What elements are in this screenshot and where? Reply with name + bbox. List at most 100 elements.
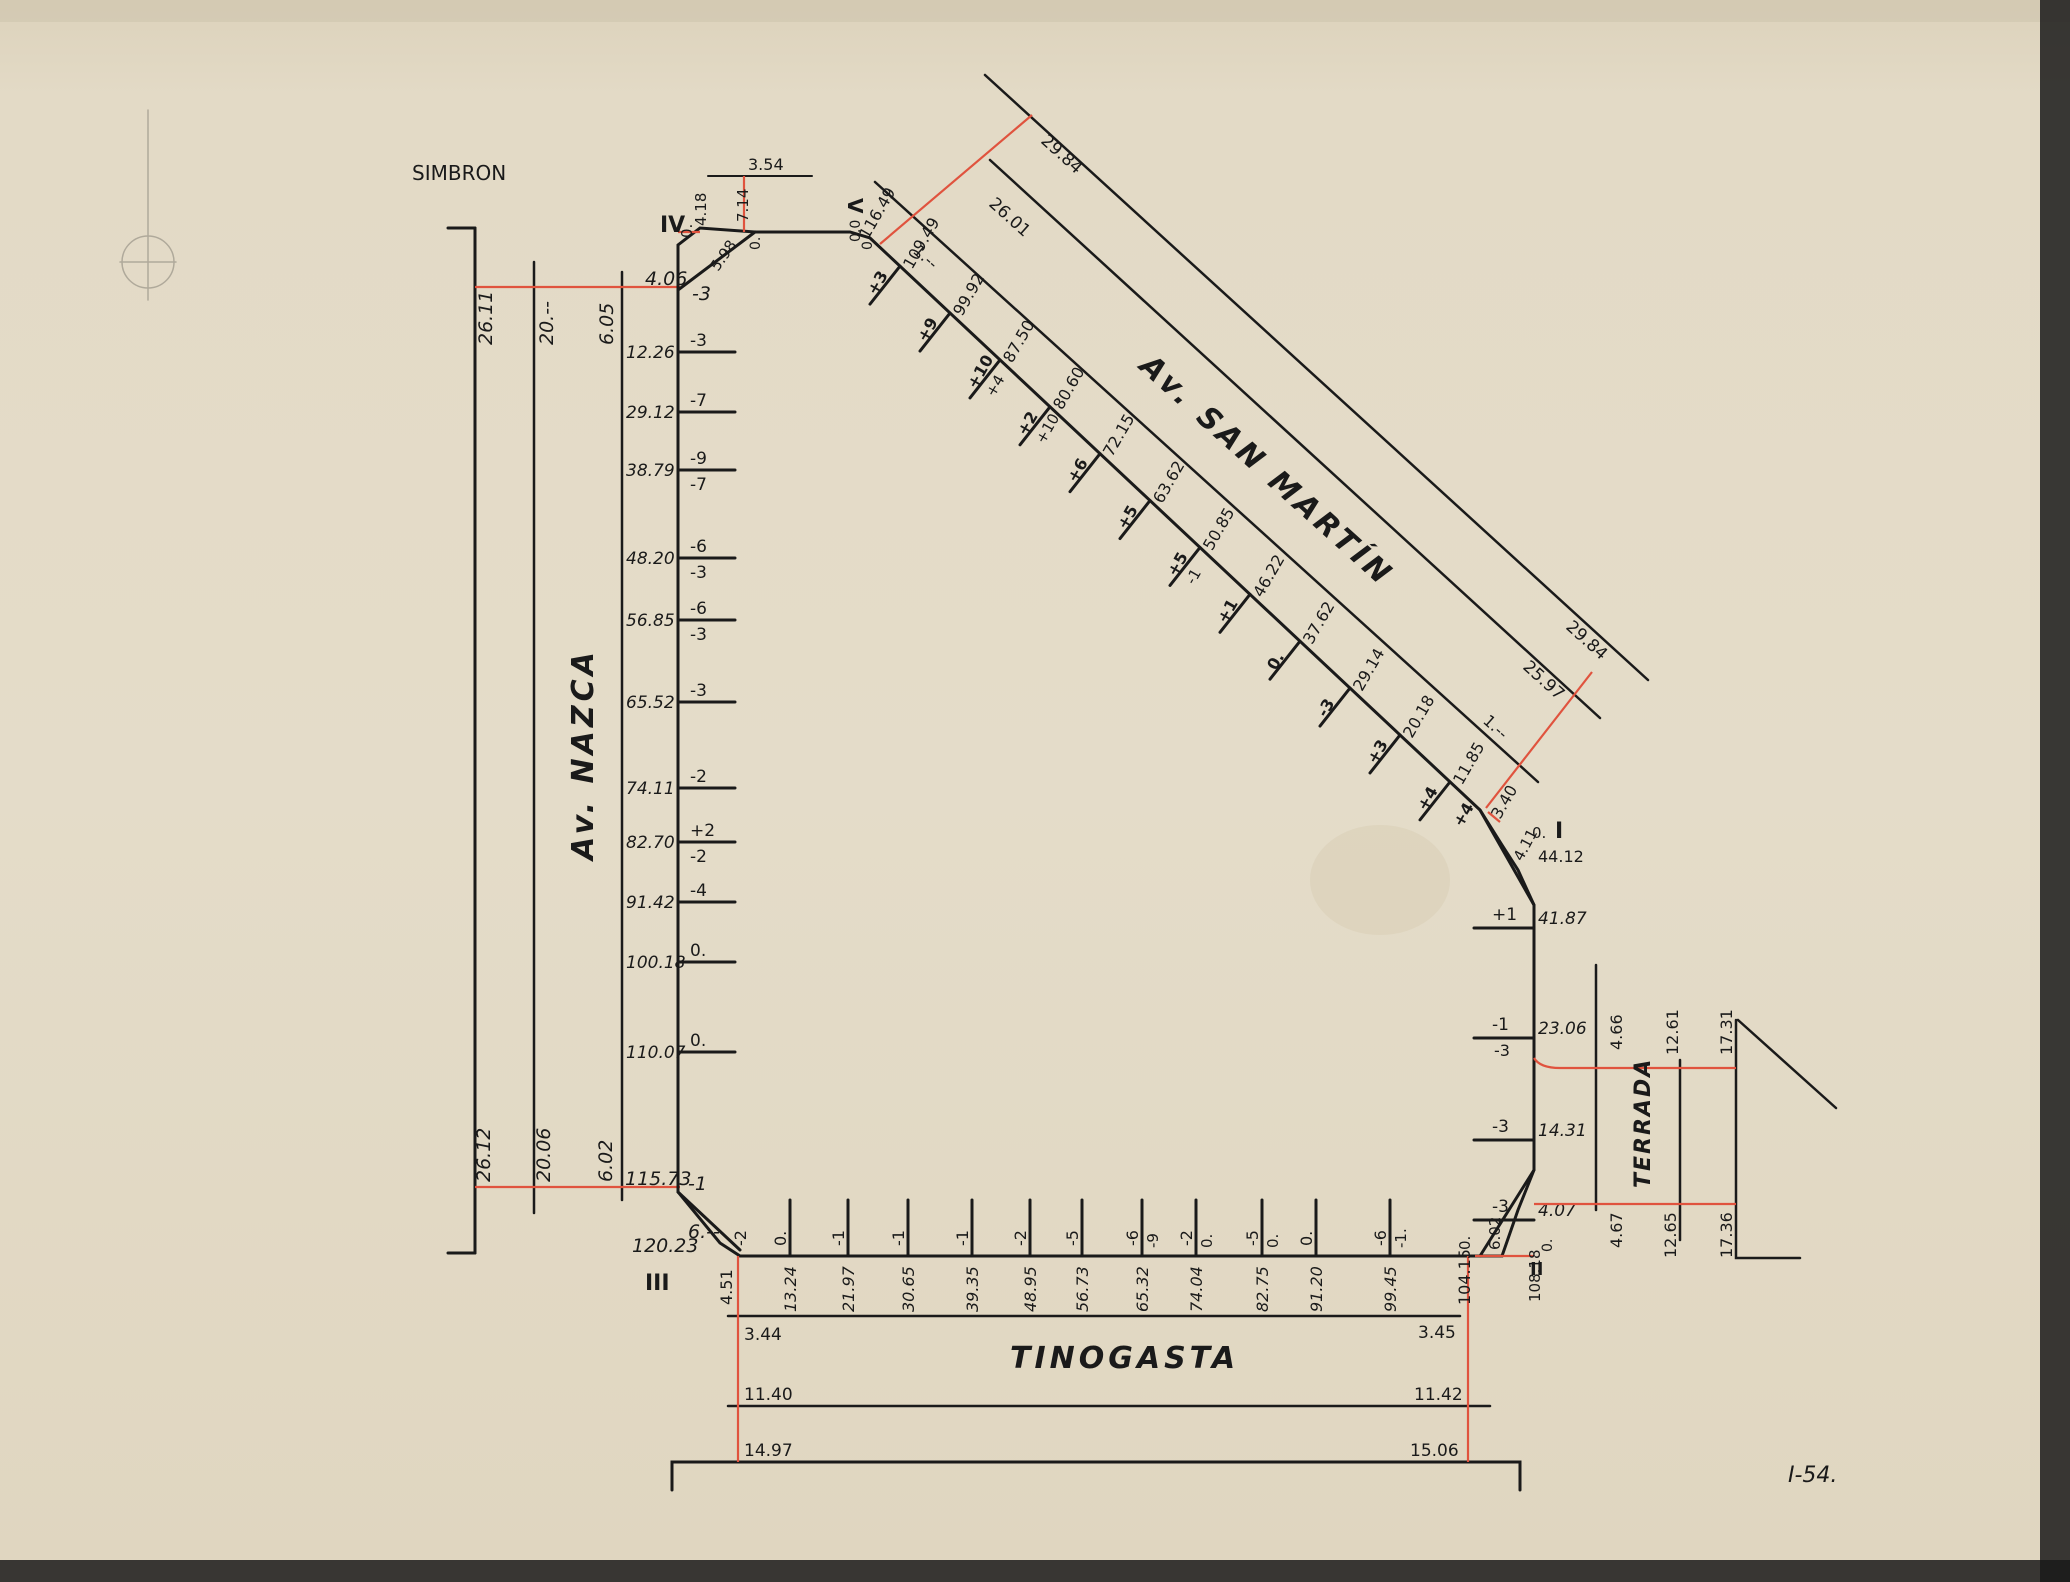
nazca-bottom-right: 6.02 bbox=[595, 1140, 617, 1182]
top-segment-dim: 3.54 bbox=[748, 155, 784, 174]
nazca-station-distance: 100.18 bbox=[626, 953, 686, 973]
east-station-distance: 14.31 bbox=[1538, 1121, 1587, 1141]
corner-I-red bbox=[1487, 811, 1501, 823]
nazca-bottom-mid: 20.06 bbox=[533, 1128, 555, 1182]
nazca-station-distance: 56.85 bbox=[626, 611, 675, 631]
corner-IV-chamfer bbox=[676, 230, 757, 292]
sm-station-distance: 46.22 bbox=[1249, 551, 1288, 600]
sm-station-value: 0. bbox=[1263, 649, 1288, 673]
sm-end: 3.40 bbox=[1487, 782, 1521, 822]
tinogasta-label: TINOGASTA bbox=[1010, 1341, 1239, 1376]
tino-station-distance: 74.04 bbox=[1187, 1266, 1206, 1312]
tinogasta-stations: 13.240.21.97-130.65-139.35-148.95-256.73… bbox=[771, 1198, 1410, 1312]
sm-station-value: -3 bbox=[1313, 695, 1338, 720]
tino-station-value2: -9 bbox=[1144, 1233, 1162, 1248]
sm-station-tick bbox=[1018, 405, 1052, 447]
sm-top-ref: 29.84 bbox=[1037, 131, 1087, 178]
tino-left-ref-0: 3.44 bbox=[744, 1325, 782, 1345]
nazca-corner-bottom: 120.23 bbox=[632, 1235, 698, 1257]
tino-right-ref-2: 15.06 bbox=[1410, 1441, 1459, 1461]
tino-station-value: -2 bbox=[1011, 1230, 1030, 1246]
tino-right-ref-1: 11.42 bbox=[1414, 1385, 1463, 1405]
nazca-station-value: +2 bbox=[690, 821, 715, 841]
sm-station-tick bbox=[1368, 733, 1402, 775]
tino-station-value: -5 bbox=[1243, 1230, 1262, 1246]
east-top: 44.12 bbox=[1538, 847, 1584, 866]
terrada-diagonal bbox=[1736, 1018, 1838, 1110]
tino-station-distance: 39.35 bbox=[963, 1266, 982, 1312]
nazca-bottom-left: 26.12 bbox=[473, 1128, 495, 1182]
corner-I-chamfer bbox=[1478, 808, 1536, 907]
tino-station-distance: 82.75 bbox=[1253, 1266, 1272, 1312]
sm-station-distance: 37.62 bbox=[1299, 598, 1338, 647]
tino-station-value: -1 bbox=[953, 1230, 972, 1246]
nazca-station-distance: 74.11 bbox=[626, 779, 675, 799]
east-corner-top-val: 0. bbox=[1532, 824, 1546, 842]
nazca-stations: 12.26-329.12-738.79-9-748.20-6-356.85-6-… bbox=[626, 331, 737, 1063]
sm-station-distance: 63.62 bbox=[1149, 457, 1188, 506]
nazca-station-distance: 65.52 bbox=[626, 693, 675, 713]
sm-station-tick bbox=[1418, 780, 1452, 822]
paper-edge-bottom bbox=[0, 1560, 2070, 1582]
tino-station-distance: 48.95 bbox=[1021, 1266, 1040, 1312]
nazca-reference-lines bbox=[446, 226, 624, 1255]
east-station-value2: -3 bbox=[1494, 1041, 1510, 1060]
nazca-corner-bottom-val: 6.-- bbox=[688, 1221, 720, 1243]
east-station-value: -3 bbox=[1492, 1117, 1509, 1137]
sm-station-tick bbox=[868, 264, 902, 306]
nazca-station-value2: -7 bbox=[690, 475, 707, 495]
sm-station-value: +3 bbox=[1363, 736, 1392, 767]
sm-station-distance: 87.50 bbox=[999, 317, 1038, 366]
nazca-corner-top-0: 0. bbox=[678, 224, 696, 238]
terrada-top-offset bbox=[1533, 1057, 1736, 1070]
top-segment-right2: 0. bbox=[860, 237, 876, 250]
sm-station-tick bbox=[1168, 545, 1202, 587]
nazca-top-left: 26.11 bbox=[475, 291, 497, 345]
tino-station-distance: 65.32 bbox=[1133, 1266, 1152, 1312]
nazca-station-value: -7 bbox=[690, 391, 707, 411]
east-corner-bottom: 108.18 bbox=[1526, 1250, 1544, 1303]
nazca-station-value: -3 bbox=[690, 681, 707, 701]
tino-station-value: -5 bbox=[1063, 1230, 1082, 1246]
sm-station-value: +3 bbox=[863, 267, 892, 298]
nazca-top-side-val: -3 bbox=[692, 283, 711, 305]
nazca-corner-top-2: 5.98 bbox=[707, 237, 741, 275]
nazca-station-value: 0. bbox=[690, 941, 706, 961]
nazca-station-value: -9 bbox=[690, 449, 707, 469]
nazca-bottom-main: 115.73 bbox=[625, 1168, 691, 1190]
tinogasta-ref-outer bbox=[670, 1460, 1522, 1492]
east-corner-bottom-val2: 0. bbox=[1540, 1239, 1556, 1252]
sm-station-distance: 80.60 bbox=[1049, 364, 1088, 413]
sm-station-distance: 99.92 bbox=[949, 270, 988, 319]
vertex-II: II bbox=[1530, 1259, 1543, 1280]
corner-II-chamfer bbox=[1478, 1168, 1536, 1258]
nazca-station-value2: -2 bbox=[690, 847, 707, 867]
sm-station-tick bbox=[1268, 639, 1302, 681]
tino-station-value: -6 bbox=[1371, 1230, 1390, 1246]
east-station-value: +1 bbox=[1492, 905, 1517, 925]
tino-station-value2: 0. bbox=[1264, 1234, 1282, 1248]
nazca-corner-top-1: 4.18 bbox=[692, 193, 710, 226]
san-martin-ref-inner bbox=[873, 180, 1540, 784]
paper-edge-top bbox=[0, 0, 2070, 22]
east-station-distance: 23.06 bbox=[1538, 1019, 1587, 1039]
sm-station-tick bbox=[1218, 592, 1252, 634]
terrada-label: TERRADA bbox=[1631, 1058, 1656, 1188]
vertex-IV: IV bbox=[660, 213, 685, 238]
sm-station-tick bbox=[918, 311, 952, 353]
tino-station-value2: 0. bbox=[1198, 1234, 1216, 1248]
nazca-station-distance: 91.42 bbox=[626, 893, 675, 913]
top-segment-left: 7.14 bbox=[734, 189, 752, 222]
san-martin-top-offset bbox=[879, 114, 1033, 245]
tino-last-val: 0. bbox=[1456, 1236, 1474, 1250]
nazca-station-value2: -3 bbox=[690, 625, 707, 645]
tino-end: 104.15 bbox=[1455, 1249, 1474, 1305]
terrada-bottom-a: 4.67 bbox=[1607, 1212, 1626, 1248]
sm-bottom-mark: 1.-- bbox=[1479, 711, 1512, 743]
east-station-value: -3 bbox=[1492, 1197, 1509, 1217]
nazca-station-distance: 12.26 bbox=[626, 343, 675, 363]
terrada-top-c: 17.31 bbox=[1717, 1009, 1736, 1055]
top-segment-left2: 0. bbox=[748, 237, 764, 250]
